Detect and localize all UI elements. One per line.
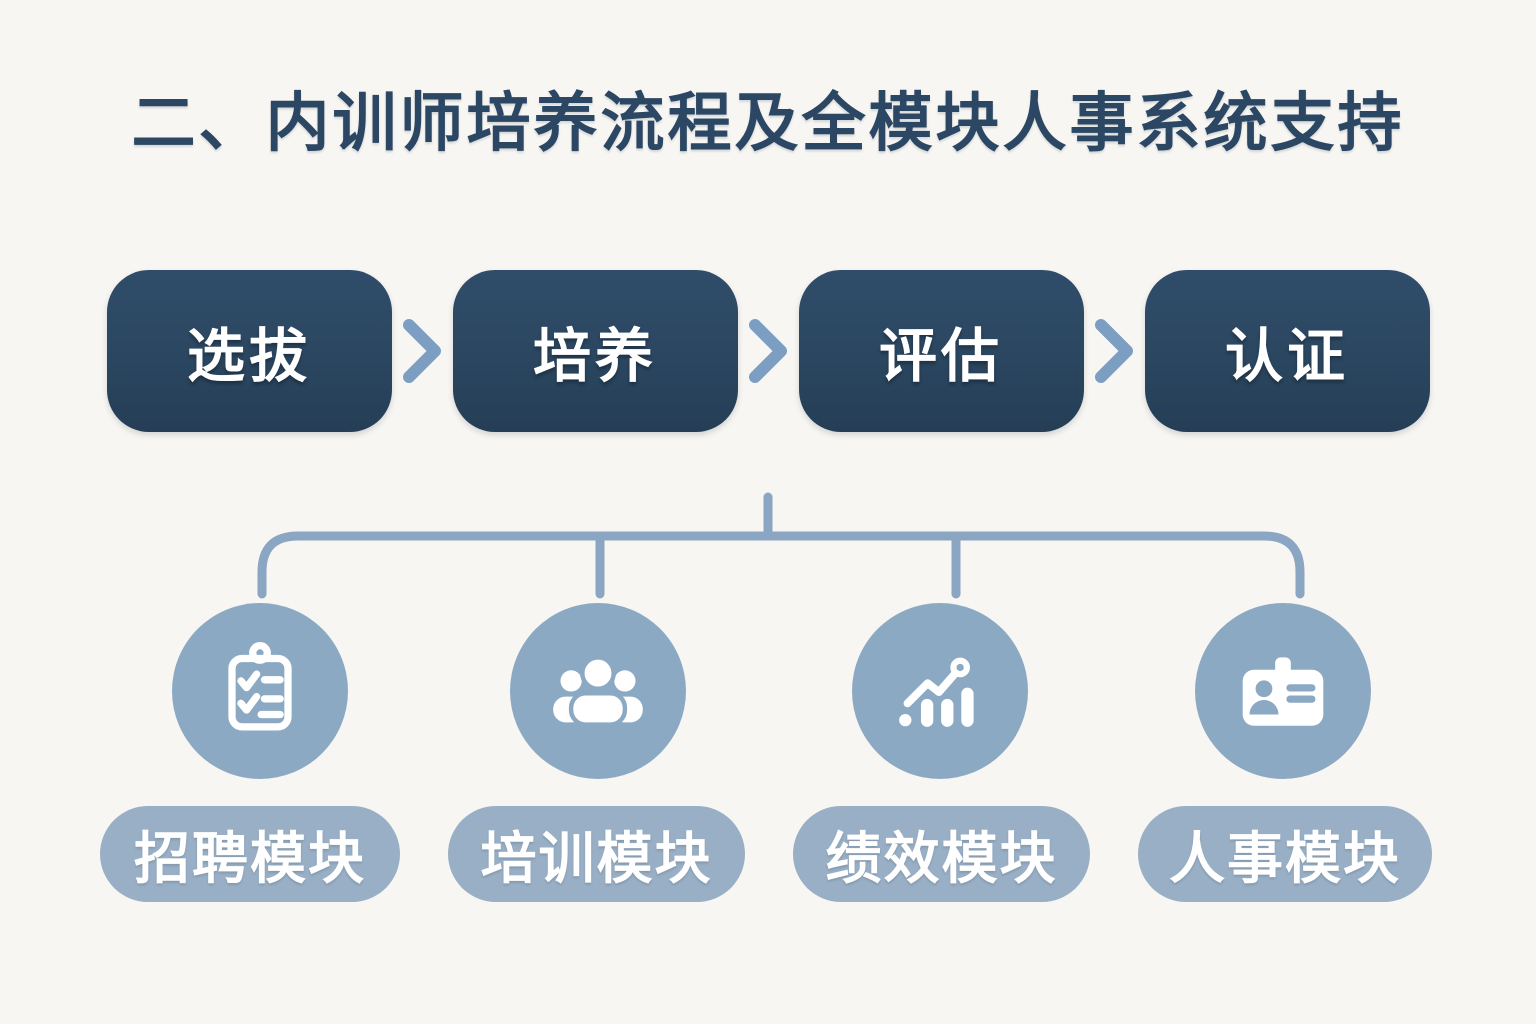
chevron-right-icon (1084, 270, 1145, 432)
module-circle-hr (1195, 603, 1371, 779)
module-circle-training (510, 603, 686, 779)
module-pill-training: 培训模块 (448, 806, 745, 902)
flow-step-label: 评估 (878, 324, 1003, 389)
module-label: 招聘模块 (134, 826, 366, 890)
flow-step-label: 培养 (532, 324, 657, 389)
checklist-clipboard-icon (228, 642, 292, 731)
module-circle-performance (852, 603, 1028, 779)
chevron-right-icon (738, 270, 799, 432)
module-circle-recruitment (172, 603, 348, 779)
module-label: 培训模块 (480, 826, 713, 890)
id-badge-icon (1242, 657, 1324, 726)
flow-row: 选拔 培养 评估 认证 (0, 270, 1536, 432)
flow-step-label: 认证 (1224, 324, 1349, 389)
flow-step-selection: 选拔 (106, 270, 392, 432)
people-group-icon (553, 655, 643, 727)
growth-chart-icon (899, 657, 974, 727)
flow-step-certification: 认证 (1144, 270, 1430, 432)
module-label: 人事模块 (1169, 826, 1401, 890)
flow-step-evaluation: 评估 (798, 270, 1084, 432)
module-label: 绩效模块 (825, 826, 1058, 890)
module-pill-recruitment: 招聘模块 (100, 806, 400, 902)
chevron-right-icon (392, 270, 453, 432)
page-title: 二、内训师培养流程及全模块人事系统支持 (131, 87, 1405, 159)
flow-step-label: 选拔 (186, 324, 311, 389)
flow-step-development: 培养 (452, 270, 738, 432)
module-pill-performance: 绩效模块 (793, 806, 1090, 902)
module-pill-hr: 人事模块 (1138, 806, 1432, 902)
